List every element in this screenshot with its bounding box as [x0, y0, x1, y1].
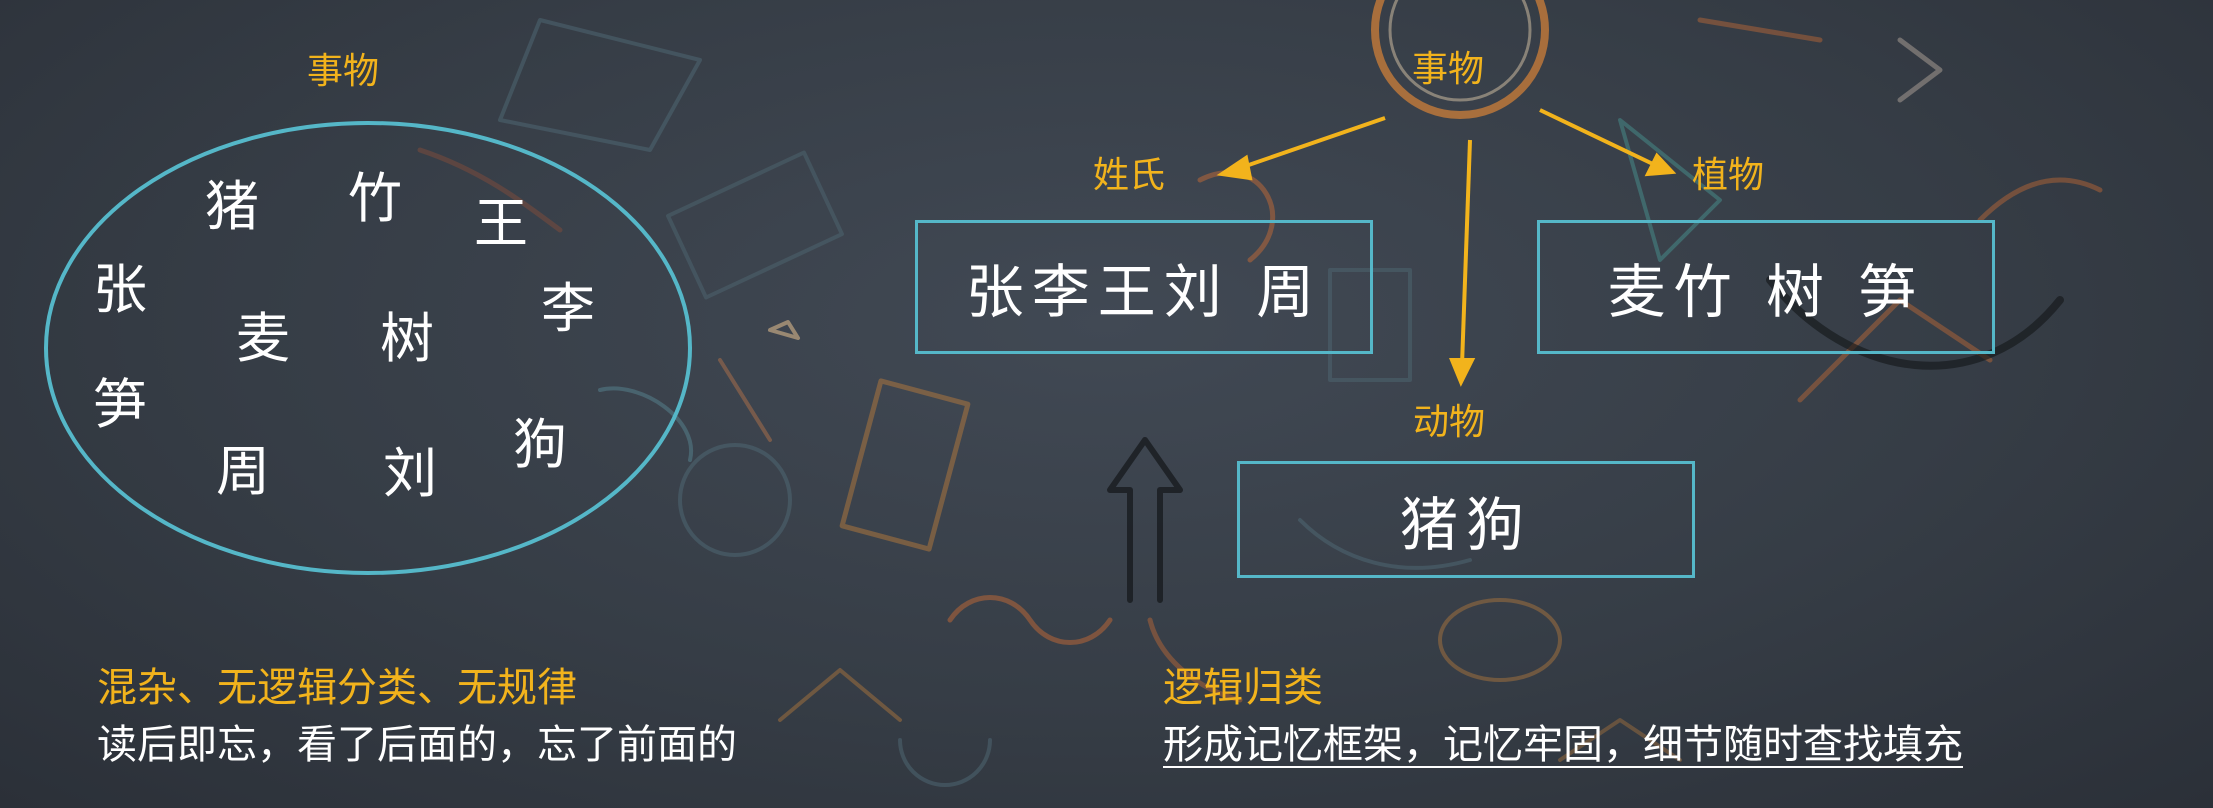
- arrow-to-animals: [1460, 139, 1472, 366]
- item-char: 猪: [205, 175, 259, 238]
- item-char: 树: [380, 307, 434, 370]
- item-char: 麦: [236, 307, 290, 370]
- category-box-plants: 麦竹 树 笋: [1537, 220, 1995, 354]
- item-char: 周: [216, 440, 270, 503]
- right-note-heading: 逻辑归类: [1163, 665, 1323, 711]
- item-char: 刘: [383, 442, 437, 505]
- item-char: 狗: [513, 413, 567, 476]
- item-char: 张: [93, 258, 147, 321]
- item-char: 竹: [348, 167, 402, 230]
- item-ellipse: [44, 121, 692, 575]
- item-char: 笋: [93, 373, 147, 436]
- arrow-to-plants: [1539, 108, 1656, 167]
- left-note-text: 读后即忘，看了后面的，忘了前面的: [97, 722, 737, 768]
- arrow-to-surnames: [1239, 116, 1386, 170]
- item-char: 李: [541, 277, 595, 340]
- left-group-title: 事物: [307, 51, 380, 92]
- category-label-surnames: 姓氏: [1093, 155, 1166, 196]
- category-box-animals: 猪狗: [1237, 461, 1695, 578]
- left-note-heading: 混杂、无逻辑分类、无规律: [97, 665, 577, 711]
- root-node-label: 事物: [1412, 49, 1485, 90]
- category-box-surnames: 张李王刘 周: [915, 220, 1373, 354]
- category-label-plants: 植物: [1692, 155, 1765, 196]
- right-note-text: 形成记忆框架，记忆牢固，细节随时查找填充: [1163, 722, 1963, 768]
- category-label-animals: 动物: [1413, 402, 1486, 443]
- item-char: 王: [474, 192, 528, 255]
